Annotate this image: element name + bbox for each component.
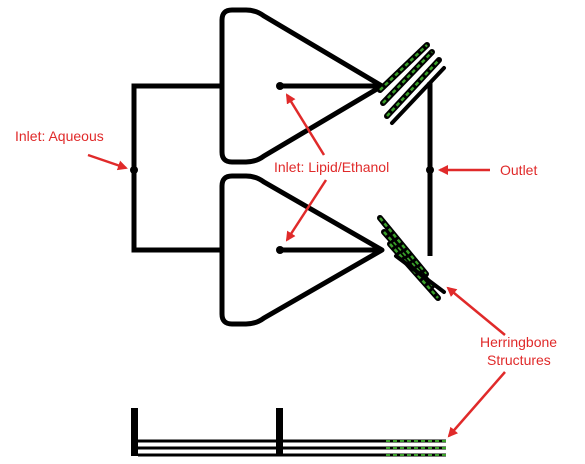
outlet-channel [426, 82, 434, 256]
label-inlet-lipid-ethanol: Inlet: Lipid/Ethanol [274, 159, 389, 175]
arrow-herringbone-bottom [447, 371, 506, 438]
aqueous-inlet-port [130, 166, 138, 174]
side-view-cross-section [131, 408, 446, 457]
bottom-funnel-channel [219, 173, 385, 327]
top-funnel-channel [219, 7, 385, 165]
aqueous-inlet-manifold [130, 83, 222, 253]
arrow-herringbone-top [446, 286, 506, 336]
side-view-inlet-post-middle [276, 408, 283, 456]
top-lipid-inlet-port [276, 82, 284, 90]
outlet-port [426, 166, 434, 174]
bottom-mixing-unit [219, 173, 446, 327]
label-outlet: Outlet [500, 162, 537, 178]
label-herringbone-line2: Structures [487, 352, 551, 368]
arrow-aqueous [87, 153, 128, 171]
arrow-lipid-up [285, 93, 326, 156]
side-view-inlet-post-left [131, 408, 138, 456]
annotation-arrows [87, 93, 506, 438]
arrow-lipid-down [285, 179, 328, 242]
label-herringbone-line1: Herringbone [480, 334, 557, 350]
bottom-lipid-inlet-port [276, 246, 284, 254]
top-herringbone-mixer [377, 42, 446, 125]
bottom-herringbone-mixer [377, 215, 446, 301]
label-inlet-aqueous: Inlet: Aqueous [15, 128, 104, 144]
top-mixing-unit [219, 7, 446, 165]
side-view-herringbone-section [386, 440, 446, 456]
